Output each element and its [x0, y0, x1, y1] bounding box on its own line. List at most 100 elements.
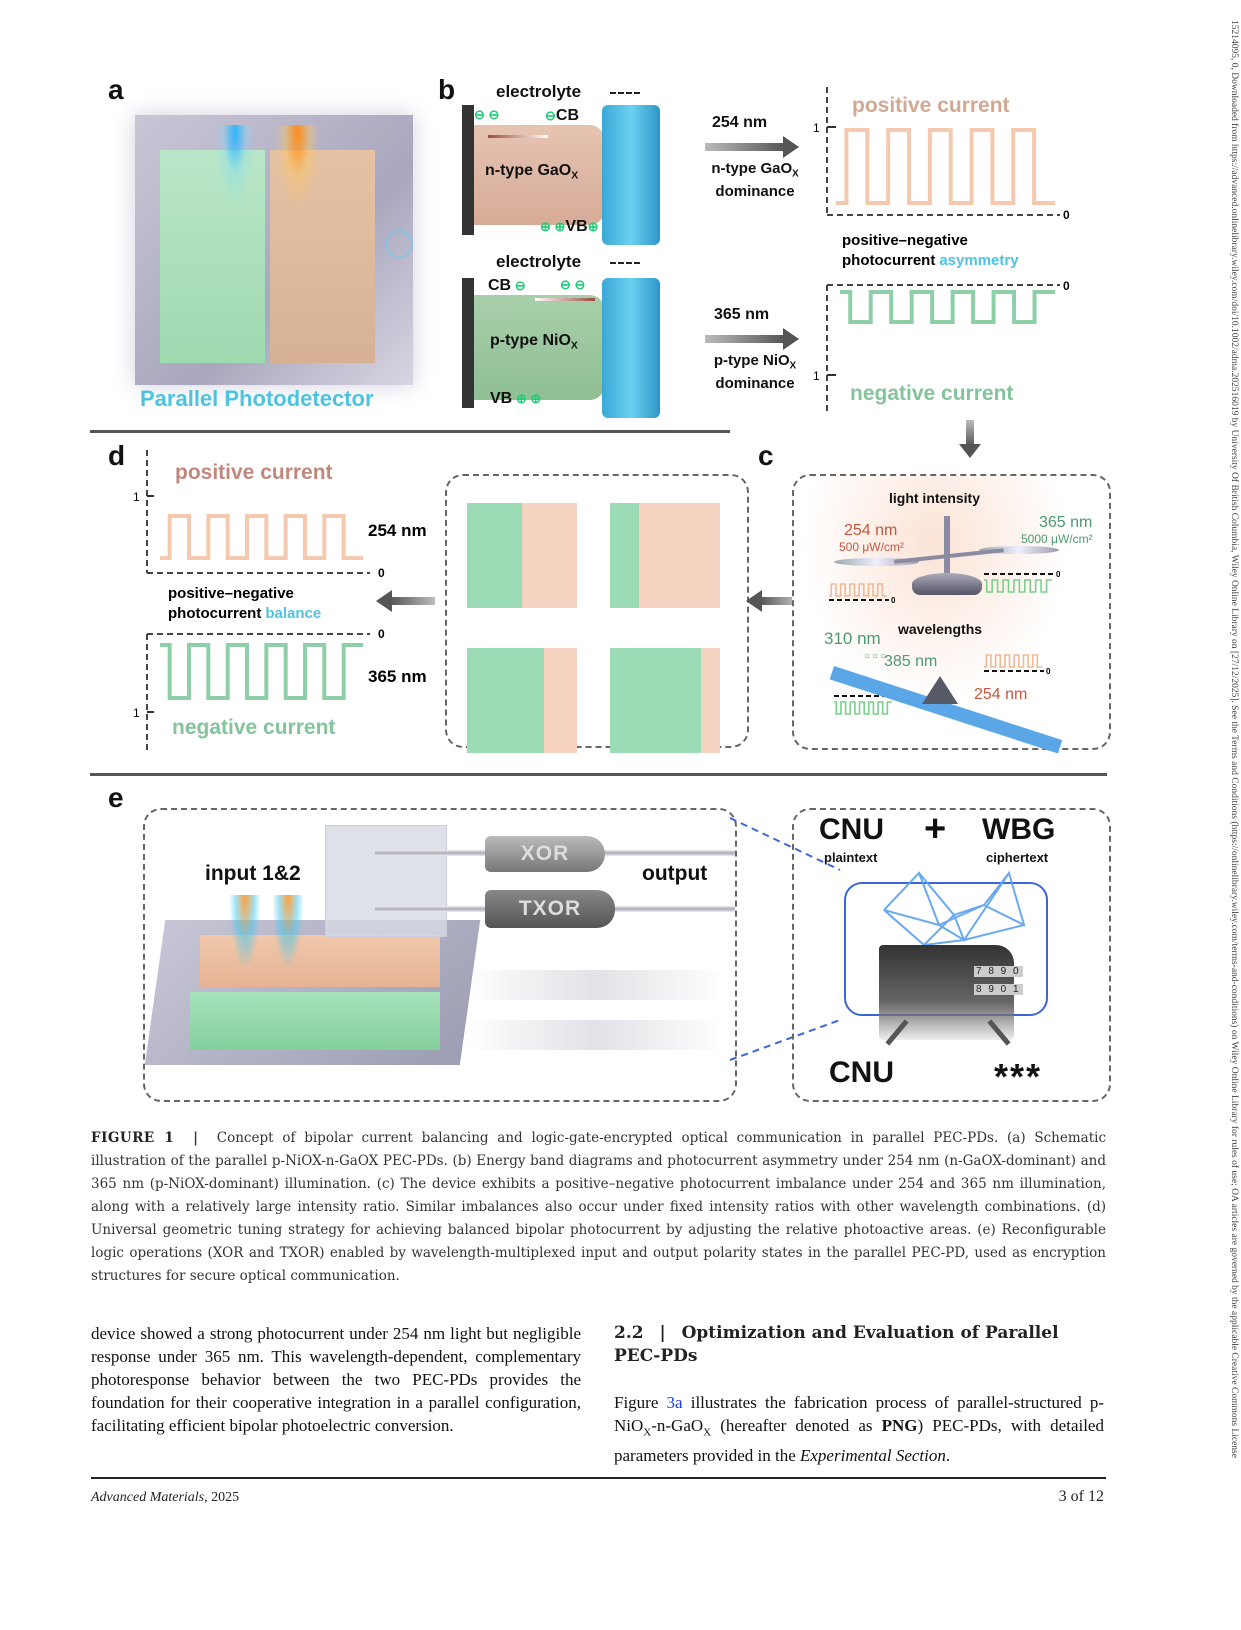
scale-pillar — [944, 516, 950, 576]
nio-material-text: p-type NiO — [490, 332, 571, 349]
asymmetry-word: asymmetry — [939, 252, 1019, 269]
gao-band — [474, 125, 604, 225]
footer-rule — [91, 1477, 1106, 1479]
arrow-right-icon — [705, 136, 799, 158]
green-area — [610, 503, 639, 608]
electrolyte-label: electrolyte — [496, 252, 582, 271]
gao-dominance-label: n-type GaOX dominance — [700, 160, 810, 201]
arrow-down-head — [959, 444, 981, 458]
tick-zero-label: 0 — [378, 627, 385, 641]
panel-a-letter: a — [108, 74, 124, 105]
cb-text: CB — [555, 107, 580, 124]
output-label: output — [642, 862, 708, 885]
tick-one-label: 1 — [133, 490, 140, 504]
green-area — [610, 648, 702, 753]
orange-area — [638, 503, 720, 608]
panel-d-current-plots: 1 0 positive current 254 nm positive–neg… — [133, 450, 427, 753]
asymmetry-photocurrent: photocurrent — [842, 252, 935, 269]
panel-b-letter: b — [438, 74, 456, 105]
lock-digits-row2: 8 9 0 1 — [974, 984, 1023, 995]
negative-pulse-trace — [160, 643, 363, 700]
lock-digits-row1: 7 8 9 0 — [974, 966, 1023, 977]
wl-254-label: 254 nm — [368, 521, 427, 540]
connector-line — [729, 1019, 841, 1061]
positive-pulse-trace — [160, 514, 363, 560]
nio-band-label: p-type NiOX — [490, 332, 578, 352]
ciphertext-label: ciphertext — [986, 850, 1049, 865]
cnu-title: CNU — [819, 813, 884, 846]
section-divider — [90, 773, 1107, 776]
cb-text: CB — [488, 277, 512, 294]
area-tuning-box — [445, 474, 749, 753]
mini-negative-trace — [834, 701, 892, 715]
input-label: input 1&2 — [205, 862, 301, 885]
tick-one-label: 1 — [813, 369, 820, 383]
arrow-left-icon — [376, 590, 435, 612]
area-square — [467, 648, 577, 753]
asymmetry-line1: positive–negative — [842, 232, 968, 249]
electrolyte-leader-line — [610, 92, 640, 94]
text-run: (hereafter denoted as — [711, 1416, 882, 1435]
network-mesh-icon — [883, 870, 1026, 947]
positive-current-title: positive current — [175, 461, 333, 484]
dominance-subscript: X — [789, 360, 797, 372]
light-beam-icon — [230, 895, 260, 965]
section-number: 2.2 — [614, 1323, 644, 1343]
section-separator: | — [659, 1323, 666, 1343]
balance-word: balance — [265, 605, 321, 622]
gao-material-text: n-type GaO — [485, 162, 572, 179]
ellipsis-circles-icon: ○○○ — [864, 651, 889, 662]
plaintext-label: plaintext — [824, 850, 878, 865]
xor-gate: XOR — [485, 836, 605, 872]
encryption-box: CNU + WBG plaintext ciphertext 7 8 9 0 8… — [792, 808, 1111, 1102]
panel-d-letter: d — [108, 440, 126, 471]
page-number: 3 of 12 — [1058, 1488, 1104, 1505]
dominance-text: p-type NiO — [713, 352, 790, 369]
balance-line1: positive–negative — [168, 585, 294, 602]
dominance-word: dominance — [715, 183, 795, 201]
journal-name: Advanced Materials — [91, 1490, 205, 1505]
journal-year: , 2025 — [204, 1490, 240, 1505]
zoom-connector-lines — [729, 817, 841, 1061]
hole-flow-arrow-right — [535, 298, 595, 301]
left-column-paragraph: device showed a strong photocurrent unde… — [91, 1324, 581, 1435]
positive-pulse-trace — [836, 128, 1055, 205]
left-power: 500 μW/cm² — [839, 540, 904, 554]
light-intensity-title: light intensity — [889, 490, 980, 506]
wl-254-label: 254 nm — [712, 114, 768, 131]
subscript-x: X — [643, 1426, 652, 1439]
green-area — [467, 648, 544, 753]
output-cnu: CNU — [829, 1056, 894, 1089]
caption-label: FIGURE 1 — [91, 1130, 175, 1146]
wl-385-label: 385 nm — [884, 653, 938, 670]
wavelengths-title: wavelengths — [898, 621, 983, 637]
right-power: 5000 μW/cm² — [1021, 532, 1093, 546]
text-run: . — [945, 1446, 951, 1466]
figure-3a-link[interactable]: 3a — [666, 1393, 683, 1412]
wl-365-label: 365 nm — [714, 306, 770, 323]
negative-current-title: negative current — [172, 716, 335, 739]
gate-shadow — [465, 1020, 725, 1050]
panel-b-current-plots: 1 0 positive current positive–negative p… — [813, 87, 1070, 415]
zero-label: 0 — [1046, 667, 1051, 676]
electrolyte-block — [602, 278, 660, 418]
tick-zero-label: 0 — [1063, 208, 1070, 222]
cb-label: CB ⊖ — [488, 277, 526, 294]
gao-subscript: X — [571, 170, 579, 182]
zero-label: 0 — [891, 596, 896, 605]
electrolyte-block — [602, 105, 660, 245]
section-divider — [90, 430, 730, 433]
electrode-plate — [462, 105, 474, 235]
green-area — [467, 503, 522, 608]
figure-caption: FIGURE 1 | Concept of bipolar current ba… — [91, 1127, 1106, 1288]
dominance-text: n-type GaO — [711, 160, 793, 177]
mini-positive-trace — [829, 583, 887, 597]
blue-light-source-icon — [215, 125, 255, 205]
tick-zero-label: 0 — [378, 566, 385, 580]
tick-one-label: 1 — [133, 706, 140, 720]
panel-c-letter: c — [758, 440, 774, 471]
arrow-left-icon — [746, 590, 795, 612]
positive-current-title: positive current — [852, 94, 1010, 117]
